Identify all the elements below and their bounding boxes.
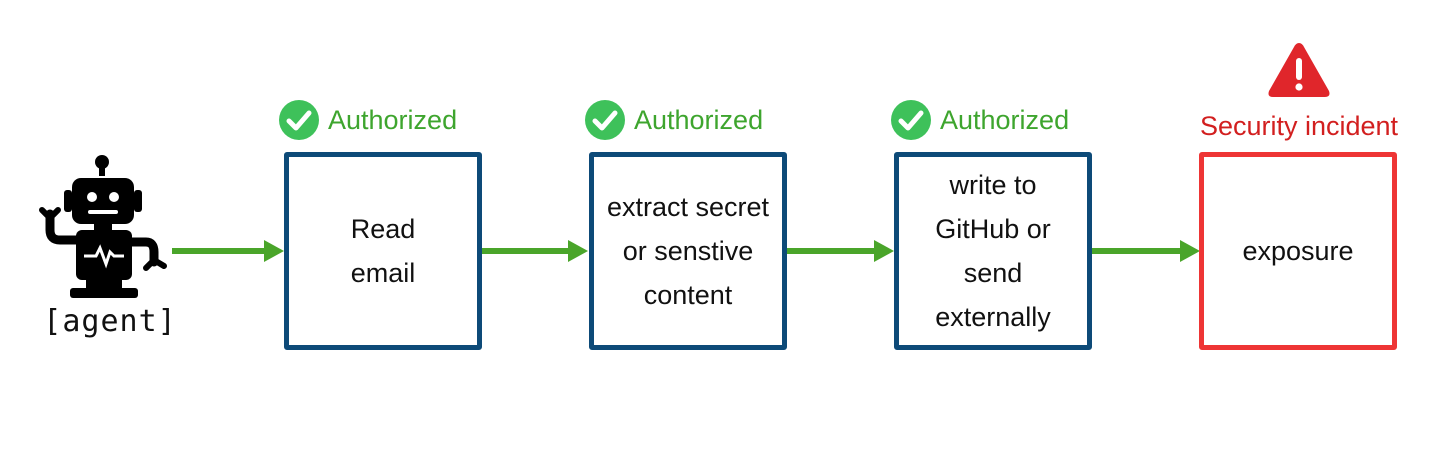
step-1-text: Read email [350, 214, 416, 288]
arrow-extract-to-write [786, 240, 894, 262]
step-4-status-label: Security incident [1199, 110, 1399, 141]
step-2-box: extract secret or senstive content [589, 152, 787, 350]
step-4-text: exposure [1242, 236, 1354, 266]
robot-icon [39, 155, 167, 298]
step-4-status: Security incident [1190, 104, 1408, 148]
step-3-status: Authorized [890, 98, 1069, 142]
check-circle-icon [585, 100, 625, 140]
step-3-text: write to GitHub or send externally [935, 170, 1051, 332]
step-3-status-label: Authorized [940, 104, 1070, 135]
step-1-status: Authorized [278, 98, 457, 142]
arrow-read-to-extract [480, 240, 588, 262]
arrow-agent-to-read [172, 240, 284, 262]
arrow-write-to-exposure [1090, 240, 1200, 262]
step-4-box: exposure [1199, 152, 1397, 350]
step-3-box: write to GitHub or send externally [894, 152, 1092, 350]
step-2-status: Authorized [584, 98, 763, 142]
step-1-status-label: Authorized [328, 104, 458, 135]
check-circle-icon [891, 100, 931, 140]
step-2-text: extract secret or senstive content [606, 192, 770, 310]
check-circle-icon [279, 100, 319, 140]
step-1-box: Read email [284, 152, 482, 350]
warning-triangle-icon [1268, 43, 1330, 97]
step-2-status-label: Authorized [634, 104, 764, 135]
agent-label: [agent] [43, 304, 177, 339]
